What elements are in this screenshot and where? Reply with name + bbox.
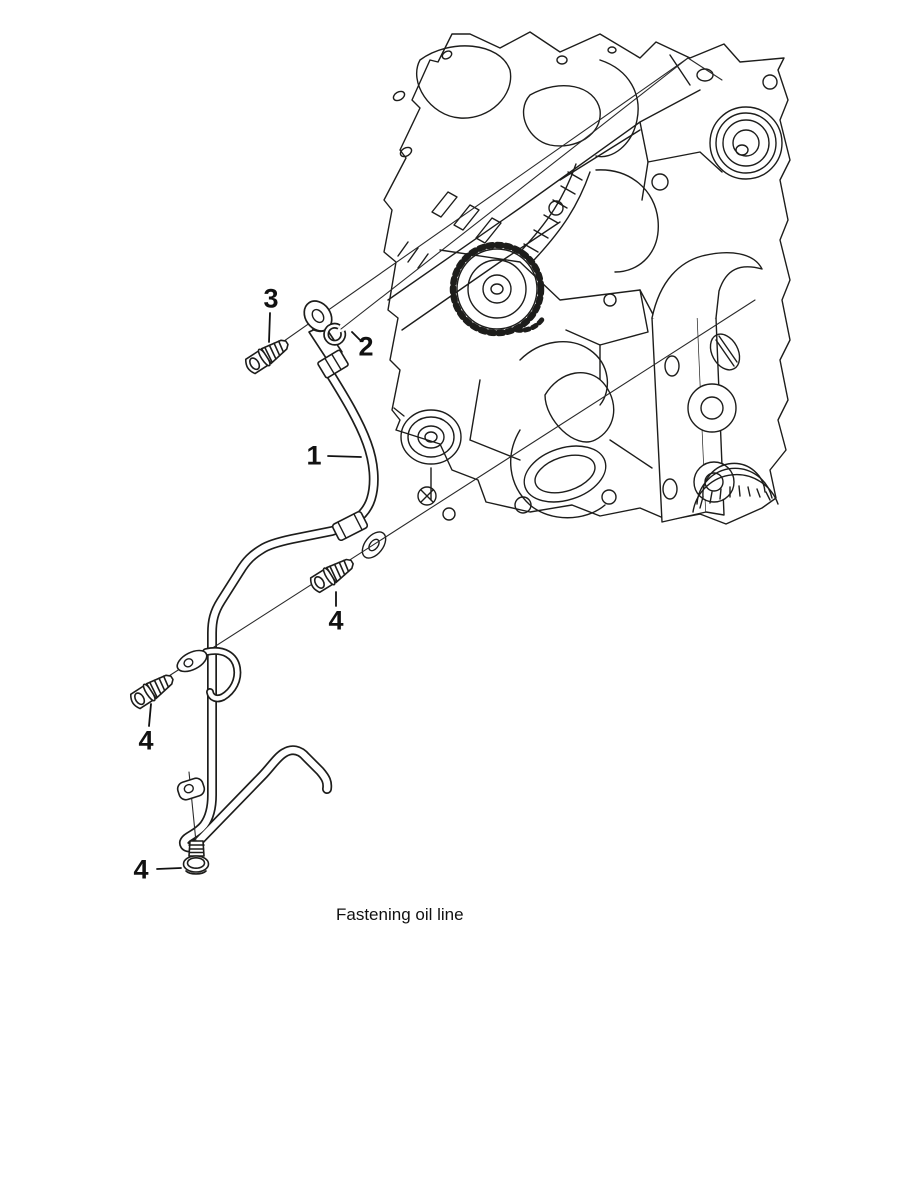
bolt-part-4-bracket [126, 668, 178, 712]
callout-1: 1 [306, 440, 322, 471]
bolt-part-4-mid [306, 553, 358, 596]
callout-4-mid: 4 [328, 605, 344, 636]
leader-line-o-ring [340, 57, 689, 330]
leader-line-vertex-tail [687, 57, 723, 81]
callout-3: 3 [263, 283, 279, 314]
bottom-tab [176, 777, 206, 801]
bolt-part-4-bottom [182, 840, 210, 875]
o-ring [323, 322, 347, 346]
figure-caption: Fastening oil line [336, 905, 464, 924]
bolt-part-3 [241, 333, 293, 377]
callout-4-bracket: 4 [138, 725, 154, 756]
engine-illustration [383, 31, 791, 525]
bracket-clamp [176, 647, 242, 703]
callout-connectors [148, 312, 362, 870]
oil-line-pipe [178, 367, 379, 853]
callout-2: 2 [358, 331, 374, 362]
union-sleeve [331, 510, 369, 542]
callout-4-bottom: 4 [133, 854, 149, 885]
banjo-eyelet [303, 300, 333, 333]
banjo-fitting [303, 300, 349, 379]
leader-line-bracket-bolts [132, 299, 756, 700]
